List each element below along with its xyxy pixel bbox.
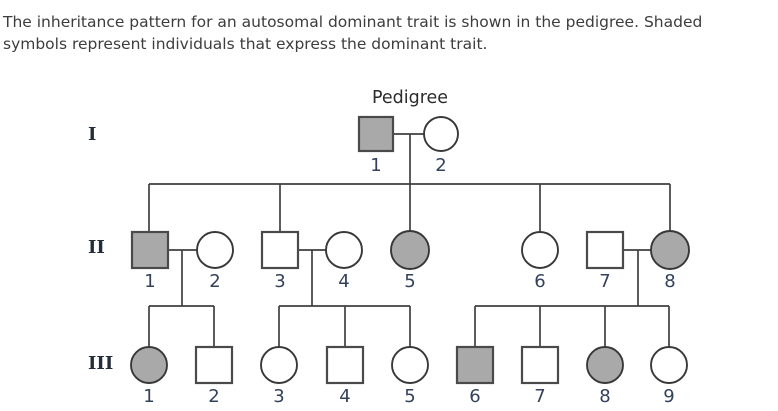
individual-number-III-8: 8 (599, 386, 610, 407)
individual-number-I-2: 2 (435, 155, 446, 176)
individual-number-II-4: 4 (338, 271, 349, 292)
individual-number-II-1: 1 (144, 271, 155, 292)
question-text: The inheritance pattern for an autosomal… (3, 11, 778, 55)
generation-label-III: III (88, 353, 113, 374)
individual-number-III-3: 3 (273, 386, 284, 407)
individual-number-III-5: 5 (404, 386, 415, 407)
individual-III-4 (325, 345, 365, 385)
individual-III-8 (586, 346, 624, 384)
individual-II-5 (390, 230, 430, 270)
individual-number-I-1: 1 (370, 155, 381, 176)
individual-II-4 (325, 231, 363, 269)
pedigree-title: Pedigree (372, 88, 448, 108)
generation-label-I: I (88, 124, 96, 145)
individual-III-9 (650, 346, 688, 384)
individual-III-5 (391, 346, 429, 384)
individual-number-III-9: 9 (663, 386, 674, 407)
generation-label-II: II (88, 237, 105, 258)
individual-II-7 (585, 230, 625, 270)
individual-I-2 (423, 116, 459, 152)
individual-II-2 (196, 231, 234, 269)
question-text-line2: symbols represent individuals that expre… (3, 35, 488, 53)
individual-number-II-5: 5 (404, 271, 415, 292)
individual-number-III-7: 7 (534, 386, 545, 407)
question-text-line1: The inheritance pattern for an autosomal… (3, 13, 703, 31)
individual-number-III-1: 1 (143, 386, 154, 407)
individual-III-6 (455, 345, 495, 385)
individual-III-7 (520, 345, 560, 385)
individual-III-3 (260, 346, 298, 384)
individual-II-6 (521, 231, 559, 269)
individual-III-1 (130, 346, 168, 384)
individual-number-III-2: 2 (208, 386, 219, 407)
individual-number-III-4: 4 (339, 386, 350, 407)
individual-II-1 (130, 230, 170, 270)
individual-II-8 (650, 230, 690, 270)
individual-number-II-8: 8 (664, 271, 675, 292)
individual-number-II-6: 6 (534, 271, 545, 292)
individual-number-II-3: 3 (274, 271, 285, 292)
individual-number-III-6: 6 (469, 386, 480, 407)
individual-number-II-7: 7 (599, 271, 610, 292)
individual-I-1 (357, 115, 395, 153)
individual-number-II-2: 2 (209, 271, 220, 292)
individual-II-3 (260, 230, 300, 270)
individual-III-2 (194, 345, 234, 385)
